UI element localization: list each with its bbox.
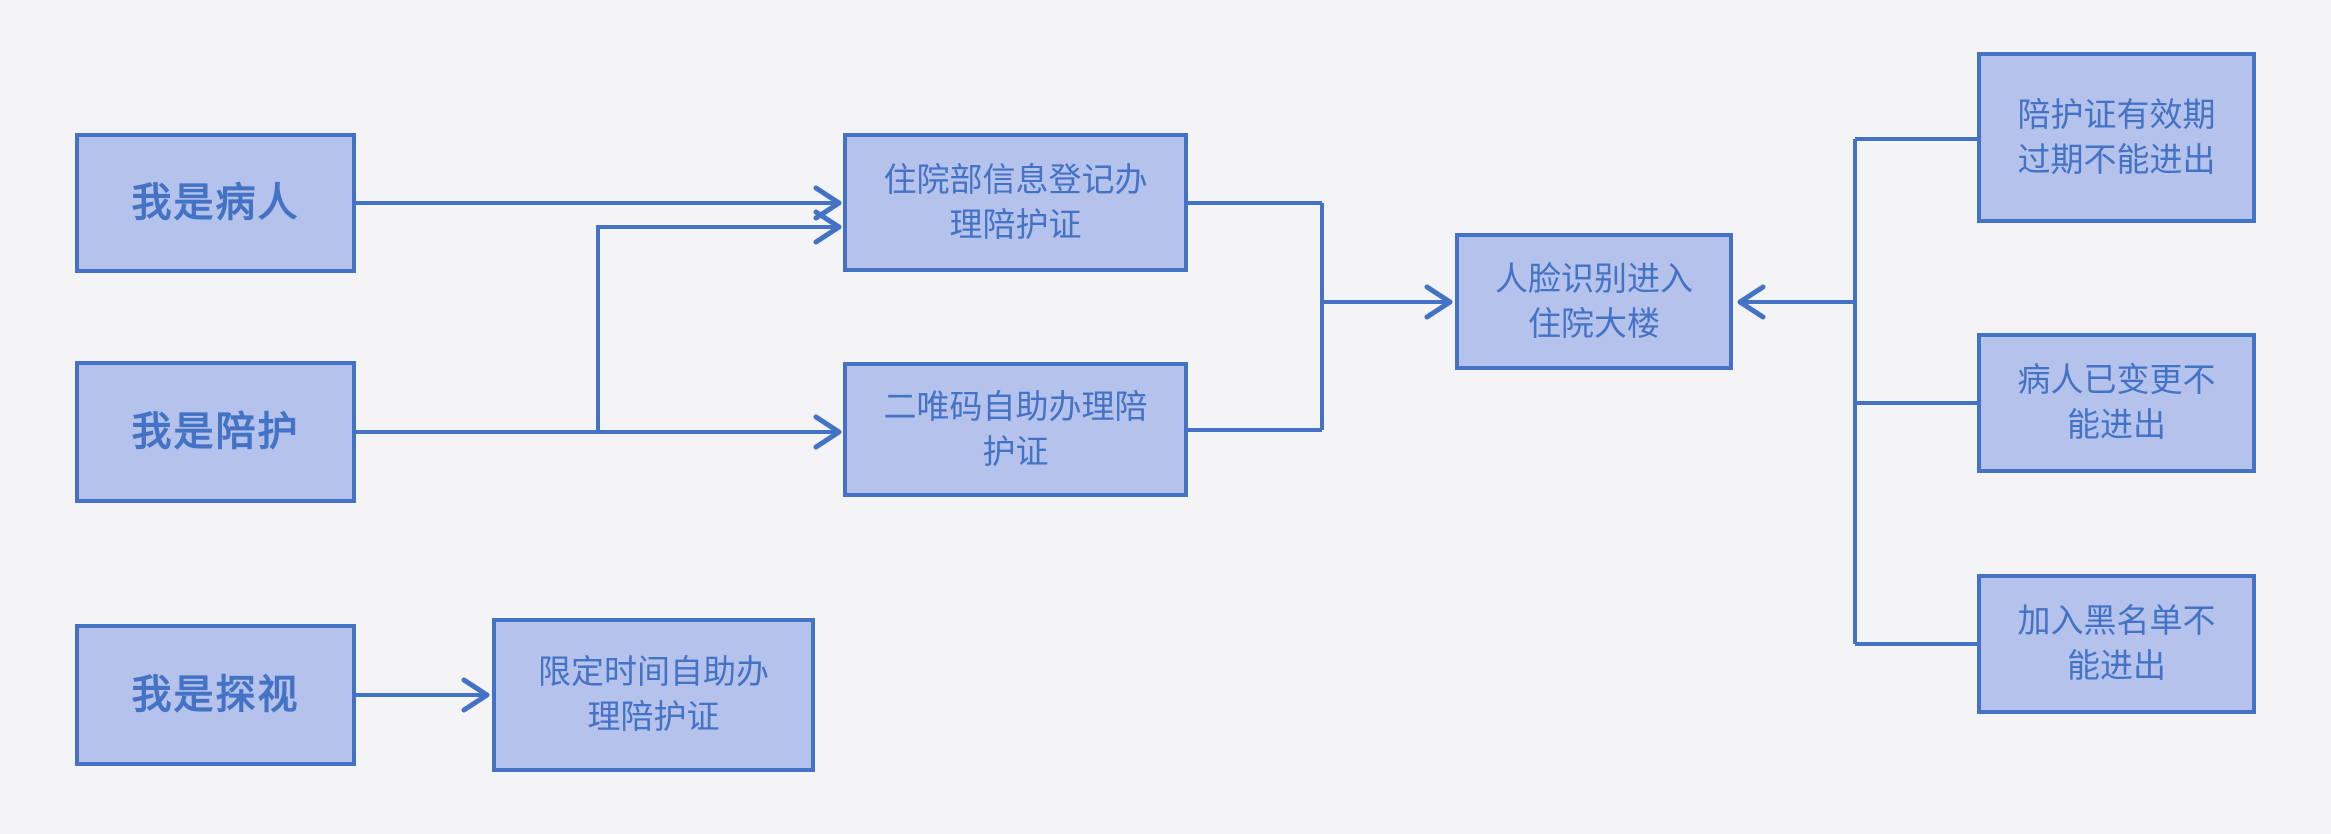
node-inpatient-registration: 住院部信息登记办 理陪护证 <box>843 133 1188 272</box>
node-patient-changed-no-entry: 病人已变更不 能进出 <box>1977 333 2256 473</box>
node-pass-expired-no-entry: 陪护证有效期 过期不能进出 <box>1977 52 2256 223</box>
node-i-am-caregiver: 我是陪护 <box>75 361 356 503</box>
node-qr-self-service: 二唯码自助办理陪 护证 <box>843 362 1188 497</box>
node-blacklist-no-entry: 加入黑名单不 能进出 <box>1977 574 2256 714</box>
node-face-recognition-entry: 人脸识别进入 住院大楼 <box>1455 233 1733 370</box>
node-i-am-patient: 我是病人 <box>75 133 356 273</box>
edge-caregiver-to-inpatient <box>596 209 842 432</box>
node-limited-time-self-service: 限定时间自助办 理陪护证 <box>492 618 815 772</box>
node-i-am-visitor: 我是探视 <box>75 624 356 766</box>
